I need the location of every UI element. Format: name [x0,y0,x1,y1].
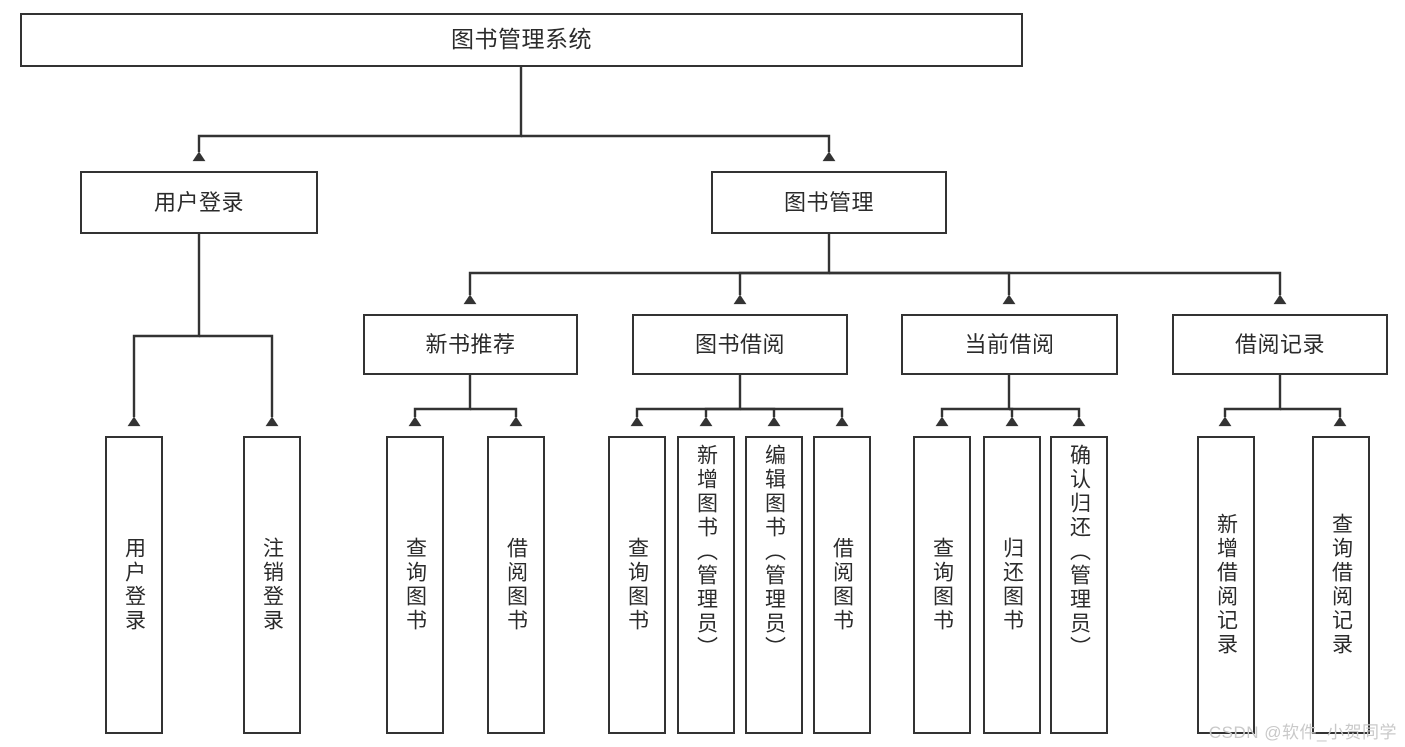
node-borrow-record[interactable]: 借阅记录 [1172,314,1388,375]
node-label: 图书管理 [783,189,874,215]
leaf-query-book-current[interactable]: 查询图书 [913,436,971,734]
node-label: 借阅记录 [1234,331,1325,357]
node-label: 借阅图书 [830,537,854,633]
node-label: 新增图书（管理员） [694,444,718,660]
leaf-add-book-admin[interactable]: 新增图书（管理员） [677,436,735,734]
node-label: 当前借阅 [964,331,1055,357]
node-label: 编辑图书（管理员） [762,444,786,660]
node-label: 图书借阅 [694,331,785,357]
node-label: 新书推荐 [425,331,516,357]
node-label: 用户登录 [122,537,146,633]
node-label: 查询图书 [930,537,954,633]
leaf-query-book-recommend[interactable]: 查询图书 [386,436,444,734]
node-book-borrow[interactable]: 图书借阅 [632,314,848,375]
node-label: 注销登录 [260,537,284,633]
leaf-query-borrow-record[interactable]: 查询借阅记录 [1312,436,1370,734]
leaf-user-login[interactable]: 用户登录 [105,436,163,734]
node-label: 确认归还（管理员） [1067,444,1091,660]
node-label: 归还图书 [1000,537,1024,633]
leaf-add-borrow-record[interactable]: 新增借阅记录 [1197,436,1255,734]
node-label: 用户登录 [153,189,244,215]
node-user-login[interactable]: 用户登录 [80,171,318,234]
node-label: 新增借阅记录 [1214,513,1238,657]
node-current-borrow[interactable]: 当前借阅 [901,314,1118,375]
leaf-return-book[interactable]: 归还图书 [983,436,1041,734]
node-label: 图书管理系统 [451,26,592,53]
node-label: 查询图书 [625,537,649,633]
node-book-management[interactable]: 图书管理 [711,171,947,234]
node-root-system[interactable]: 图书管理系统 [20,13,1023,67]
leaf-borrow-book[interactable]: 借阅图书 [813,436,871,734]
node-label: 查询图书 [403,537,427,633]
leaf-logout[interactable]: 注销登录 [243,436,301,734]
node-label: 借阅图书 [504,537,528,633]
leaf-borrow-book-recommend[interactable]: 借阅图书 [487,436,545,734]
node-new-book-recommend[interactable]: 新书推荐 [363,314,578,375]
leaf-query-book-borrow[interactable]: 查询图书 [608,436,666,734]
watermark: CSDN @软件_小贺同学 [1208,723,1397,742]
leaf-edit-book-admin[interactable]: 编辑图书（管理员） [745,436,803,734]
node-label: 查询借阅记录 [1329,513,1353,657]
leaf-confirm-return-admin[interactable]: 确认归还（管理员） [1050,436,1108,734]
